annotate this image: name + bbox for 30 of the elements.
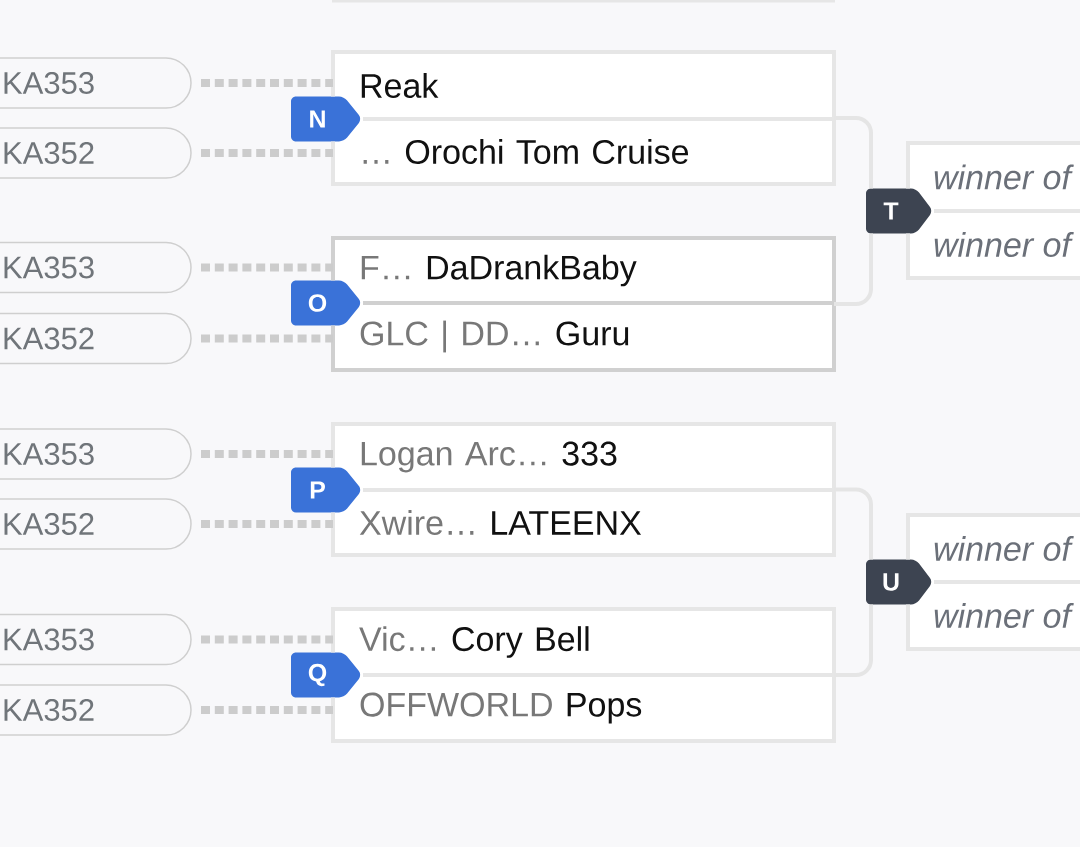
slot-row: winner of [906,603,1080,651]
slot-row: winner of [906,141,1080,213]
seed-pill: KA352 [0,312,192,365]
player-row: OFFWORLD Pops [331,675,836,743]
bracket-line [834,233,873,306]
slot-row: winner of [906,513,1080,584]
player-row: F… DaDrankBaby [331,236,836,305]
match-tag: T [866,188,932,234]
slot-row: winner of [906,232,1080,280]
match-tag: O [291,280,361,326]
match-tag: U [866,559,932,605]
match-tag: Q [291,652,361,698]
player-row: … Orochi Tom Cruise [331,119,836,186]
seed-pill: KA352 [0,127,192,179]
seed-pill: KA353 [0,241,192,294]
player-row: Xwire… LATEENX [331,490,836,557]
seed-pill: KA353 [0,428,192,480]
seed-pill: KA352 [0,684,192,736]
player-row: Logan Arc… 333 [331,422,836,492]
seed-pill: KA352 [0,498,192,550]
bracket-line [834,487,873,560]
player-row: GLC | DD… Guru [331,303,836,372]
match-tag: P [291,467,361,513]
seed-pill: KA353 [0,57,192,109]
seed-pill: KA353 [0,613,192,666]
player-row: Reak [331,50,836,121]
bracket-line [834,116,873,189]
player-row: Vic… Cory Bell [331,607,836,677]
bracket-line [834,604,873,677]
match-tag: N [291,96,361,142]
